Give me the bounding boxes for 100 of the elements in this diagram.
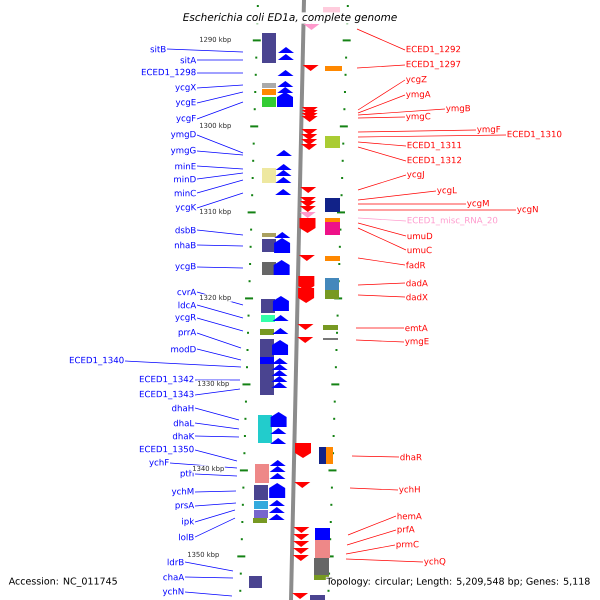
gene-label: ycgK <box>176 204 196 212</box>
leader-line <box>194 502 236 506</box>
accession-text: Accession: NC_011745 <box>8 576 118 588</box>
gene-label: ECED1_1343 <box>140 390 194 400</box>
leader-line <box>196 102 244 120</box>
gene-label: ldcA <box>178 302 196 308</box>
leader-line <box>348 516 396 536</box>
leader-line <box>196 180 244 194</box>
gene-label: ECED1_1350 <box>140 446 194 454</box>
gene-label: minD <box>174 176 196 182</box>
leader-line <box>196 150 244 156</box>
gene-label: cvrA <box>177 288 196 296</box>
leader-line <box>358 130 476 132</box>
leader-line <box>358 174 406 190</box>
gene-label: sitA <box>180 56 196 64</box>
gene-label: dhaL <box>174 420 194 426</box>
leader-line <box>196 172 244 180</box>
gene-label: emtA <box>405 324 428 332</box>
leader-line <box>196 166 244 170</box>
gene-label: ycgJ <box>407 170 424 180</box>
leader-line <box>196 134 244 154</box>
gene-label: dhaK <box>172 432 194 440</box>
leader-line <box>358 190 436 200</box>
leader-line <box>196 244 244 246</box>
leader-line <box>358 146 406 162</box>
gene-label: dhaH <box>172 404 194 412</box>
gene-label: ECED1_1312 <box>408 156 462 166</box>
gene-label: ECED1_1311 <box>408 142 462 150</box>
gene-label: ycgM <box>467 200 489 208</box>
gene-label: umuD <box>408 232 432 240</box>
gene-label: ychH <box>399 486 420 494</box>
gene-label: ECED1_1340 <box>70 356 124 366</box>
leader-line <box>356 340 404 342</box>
gene-label: ECED1_misc_RNA_20 <box>408 216 498 226</box>
gene-label: dsbB <box>175 226 196 234</box>
leader-line <box>184 562 234 572</box>
gene-label: ymgE <box>405 338 429 346</box>
leader-line <box>194 490 236 492</box>
gene-label: prrA <box>178 329 196 338</box>
leader-line <box>358 94 406 114</box>
leader-line <box>196 266 244 268</box>
leader-line <box>358 142 406 146</box>
leader-line <box>358 228 406 250</box>
gene-label: hemA <box>398 512 422 520</box>
gene-label: ychN <box>162 588 184 596</box>
leader-line <box>346 544 396 554</box>
leader-line <box>196 72 244 74</box>
gene-label: ymgG <box>170 146 196 156</box>
gene-label: dadA <box>406 280 428 286</box>
gene-label: ymgF <box>477 126 500 134</box>
gene-label: ycgZ <box>406 76 427 84</box>
gene-label: ycgL <box>437 186 457 196</box>
gene-label: pth <box>180 470 194 478</box>
gene-label: sitB <box>150 46 166 52</box>
leader-line <box>166 48 244 52</box>
gene-label: dhaR <box>400 454 422 460</box>
leader-line <box>352 456 400 458</box>
leader-line <box>358 282 406 286</box>
gene-label: chaA <box>163 574 184 580</box>
gene-label: ECED1_1292 <box>406 46 460 54</box>
gene-label: ECED1_1298 <box>142 68 196 78</box>
gene-label: ECED1_1297 <box>406 60 460 70</box>
gene-label: minC <box>174 190 196 196</box>
leader-line <box>124 360 242 368</box>
leader-line <box>184 592 232 596</box>
leader-line <box>196 332 242 348</box>
gene-label: prfA <box>398 526 415 534</box>
leader-line <box>358 258 406 266</box>
gene-label: ECED1_1342 <box>140 376 194 384</box>
gene-label: ldrB <box>168 558 184 566</box>
gene-label: prmC <box>396 540 419 550</box>
gene-label: ymgD <box>170 130 196 140</box>
gene-label: fadR <box>406 262 426 268</box>
leader-line <box>196 230 244 236</box>
gene-label: ycgX <box>175 84 196 92</box>
gene-label: ycgR <box>175 314 196 322</box>
leader-line <box>358 294 406 298</box>
leader-line <box>346 530 396 546</box>
leader-line <box>358 222 406 236</box>
gene-label: ECED1_1310 <box>508 130 562 140</box>
gene-label: dadX <box>406 294 428 300</box>
leader-line <box>358 116 406 118</box>
gene-label: nhaB <box>174 242 196 248</box>
leader-line <box>196 304 244 318</box>
leader-line <box>194 474 238 476</box>
leader-line <box>194 510 236 522</box>
leader-line <box>194 388 240 396</box>
leader-line <box>184 576 234 578</box>
leader-line <box>194 436 240 438</box>
leader-line <box>346 558 424 562</box>
gene-label: ychM <box>172 488 194 496</box>
leader-line <box>358 108 446 116</box>
gene-label: ycgE <box>176 98 196 108</box>
leader-line <box>196 84 244 88</box>
leader-line <box>194 422 240 430</box>
leader-line <box>196 348 242 360</box>
gene-label: minE <box>175 162 196 170</box>
gene-label: ymgA <box>406 90 431 100</box>
leader-line <box>358 218 406 222</box>
title: Escherichia coli ED1a, complete genome <box>182 12 398 24</box>
